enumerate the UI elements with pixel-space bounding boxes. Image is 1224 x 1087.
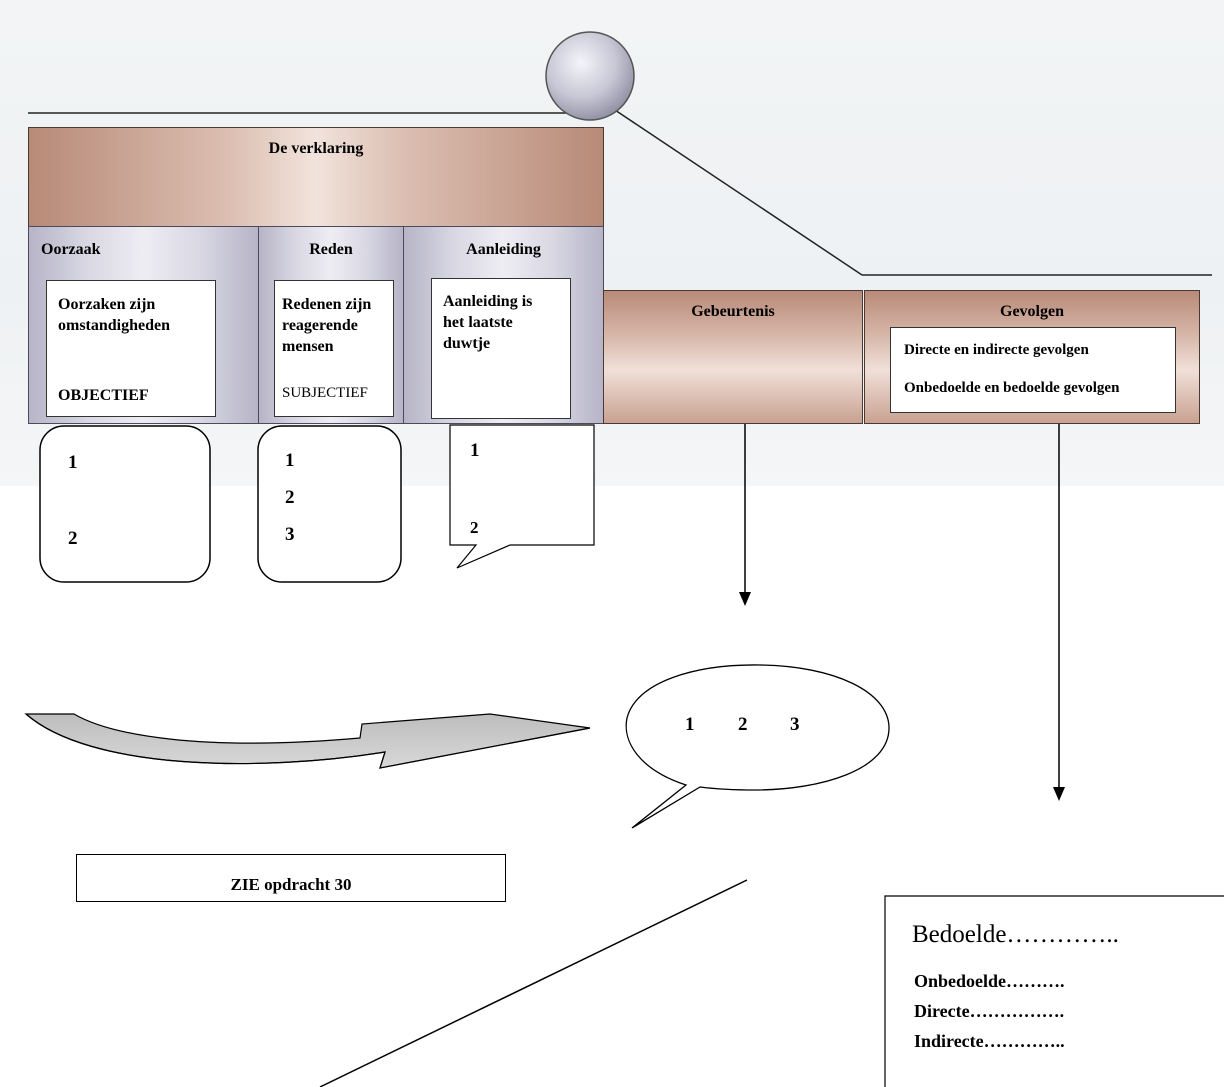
- gevolgen-line2: Onbedoelde en bedoelde gevolgen: [904, 380, 1120, 396]
- slope-line: [599, 99, 863, 276]
- bubble-answer-2: 2: [738, 714, 748, 735]
- reden-answer-2: 2: [285, 487, 295, 508]
- gebeurtenis-box: Gebeurtenis: [603, 290, 863, 424]
- oorzaak-line1: Oorzaken zijn: [58, 296, 156, 313]
- gevolgen-line1: Directe en indirecte gevolgen: [904, 342, 1089, 358]
- reference-box: ZIE opdracht 30: [76, 854, 506, 902]
- list-box-frame: [884, 895, 1224, 1087]
- gebeurtenis-header: Gebeurtenis: [691, 303, 775, 320]
- aanleiding-header: Aanleiding: [466, 241, 541, 258]
- bubble-answer-3: 3: [790, 714, 800, 735]
- gevolgen-text-box: Directe en indirecte gevolgen Onbedoelde…: [890, 327, 1176, 413]
- consequence-item-indirecte: Indirecte…………..: [914, 1031, 1065, 1051]
- aanleiding-answer-2: 2: [470, 518, 479, 537]
- consequence-item-directe: Directe…………….: [914, 1001, 1065, 1021]
- aanleiding-line1: Aanleiding is: [443, 293, 533, 310]
- oorzaak-column: Oorzaak Oorzaken zijn omstandigheden OBJ…: [28, 226, 259, 424]
- arrow-gebeurtenis-head: [739, 592, 751, 606]
- reden-header: Reden: [309, 241, 353, 258]
- reden-answer-1: 1: [285, 450, 295, 471]
- consequence-item-onbedoelde: Onbedoelde……….: [914, 971, 1065, 991]
- reden-text-box: Redenen zijn reagerende mensen SUBJECTIE…: [274, 280, 394, 417]
- oorzaak-line2: omstandigheden: [58, 317, 171, 334]
- diagonal-line: [319, 879, 748, 1087]
- oorzaak-header: Oorzaak: [41, 241, 101, 258]
- verklaring-header: De verklaring: [28, 127, 604, 227]
- consequence-list-title: Bedoelde…………..: [912, 921, 1119, 948]
- aanleiding-callout-shape: [449, 424, 595, 569]
- reden-tag: SUBJECTIEF: [282, 385, 368, 401]
- aanleiding-text-box: Aanleiding is het laatste duwtje: [431, 278, 571, 419]
- reden-line1: Redenen zijn: [282, 296, 372, 313]
- speech-bubble-shape: [625, 664, 890, 829]
- reference-text: ZIE opdracht 30: [230, 875, 352, 894]
- ball: [545, 31, 635, 121]
- reden-answer-3: 3: [285, 524, 295, 545]
- aanleiding-column: Aanleiding Aanleiding is het laatste duw…: [403, 226, 604, 424]
- bubble-answer-1: 1: [685, 714, 695, 735]
- consequence-list: Bedoelde………….. Onbedoelde………. Directe…………: [912, 915, 1212, 1085]
- reden-line3: mensen: [282, 338, 334, 355]
- aanleiding-line2: het laatste: [443, 314, 513, 331]
- aanleiding-answer-1: 1: [470, 440, 480, 461]
- reden-column: Reden Redenen zijn reagerende mensen SUB…: [258, 226, 404, 424]
- oorzaak-tag: OBJECTIEF: [58, 387, 149, 404]
- reden-line2: reagerende: [282, 317, 358, 334]
- oorzaak-answer-2: 2: [68, 528, 78, 549]
- gevolgen-box: Gevolgen Directe en indirecte gevolgen O…: [864, 290, 1200, 424]
- gevolgen-header: Gevolgen: [1000, 303, 1064, 320]
- verklaring-title: De verklaring: [268, 140, 364, 157]
- oorzaak-answer-box-shape: [39, 425, 211, 583]
- oorzaak-text-box: Oorzaken zijn omstandigheden OBJECTIEF: [46, 280, 216, 417]
- arrow-gevolgen-head: [1053, 787, 1065, 801]
- reden-answer-box-shape: [257, 425, 402, 583]
- aanleiding-line3: duwtje: [443, 335, 491, 352]
- oorzaak-answer-1: 1: [68, 452, 78, 473]
- swoosh-arrow: [24, 713, 591, 769]
